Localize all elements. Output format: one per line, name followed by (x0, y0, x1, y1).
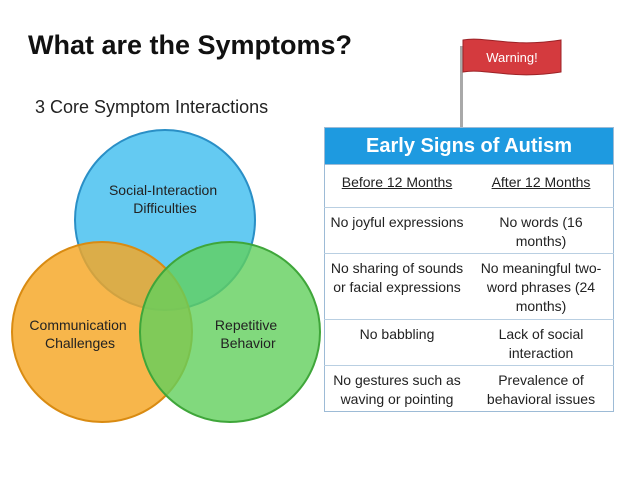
venn-diagram: Social-Interaction Difficulties Communic… (11, 129, 321, 423)
flag-label: Warning! (486, 50, 538, 65)
table-row: No sharing of sounds or facial expressio… (324, 253, 614, 320)
table-row: No joyful expressions No words (16 month… (324, 207, 614, 254)
table-row: No babbling Lack of social interaction (324, 319, 614, 366)
column-header-after: After 12 Months (491, 174, 591, 190)
table-cell: Prevalence of behavioral issues (469, 365, 614, 412)
flag-pole (460, 46, 463, 128)
flag-banner-icon (462, 38, 562, 76)
table-heading: Early Signs of Autism (324, 127, 614, 165)
venn-label-communication: Communication Challenges (29, 317, 130, 351)
early-signs-table: Early Signs of Autism Before 12 Months A… (324, 127, 614, 412)
page-title: What are the Symptoms? (28, 30, 353, 60)
table-cell: No meaningful two-word phrases (24 month… (469, 253, 614, 320)
venn-label-repetitive: Repetitive Behavior (215, 317, 281, 351)
table-cell: No gestures such as waving or pointing (324, 365, 469, 412)
venn-subtitle: 3 Core Symptom Interactions (35, 97, 269, 117)
table-row: No gestures such as waving or pointing P… (324, 365, 614, 412)
table-cell: No joyful expressions (324, 207, 469, 254)
venn-circle-repetitive (139, 241, 321, 423)
table-cell: No babbling (324, 319, 469, 366)
warning-flag: Warning! (460, 38, 562, 128)
column-header-before: Before 12 Months (341, 174, 453, 190)
table-cell: No sharing of sounds or facial expressio… (324, 253, 469, 320)
table-cell: No words (16 months) (469, 207, 614, 254)
venn-label-social: Social-Interaction Difficulties (109, 182, 221, 216)
table-cell: Lack of social interaction (469, 319, 614, 366)
